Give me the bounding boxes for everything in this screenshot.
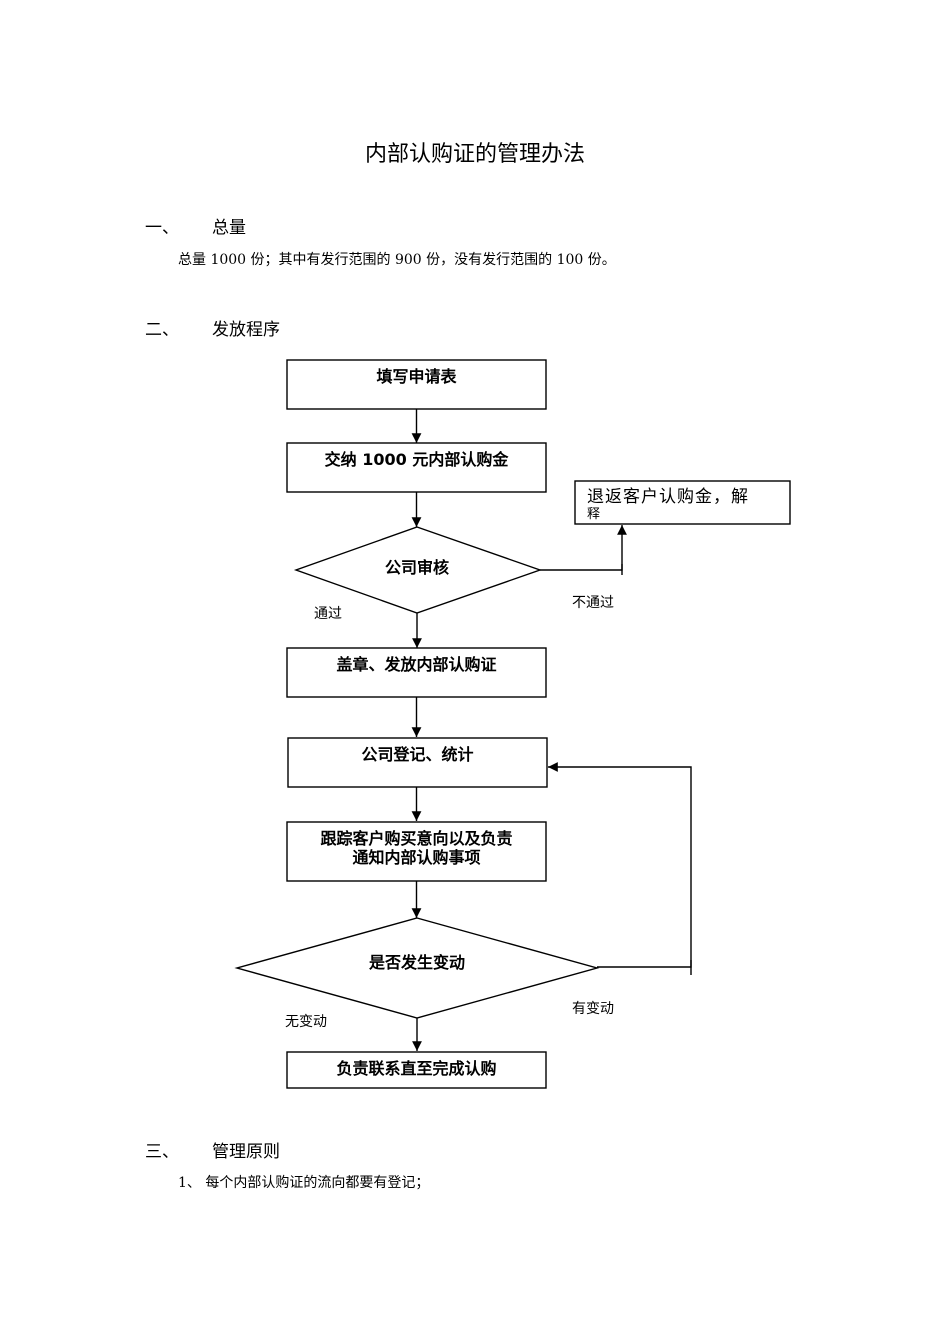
section-3-item-1: 1、 每个内部认购证的流向都要有登记；	[178, 1175, 430, 1191]
label-has-change: 有变动	[572, 1001, 614, 1017]
step-register-stats-box	[287, 737, 548, 788]
step-refund-box	[574, 480, 791, 525]
step-track-box	[286, 821, 547, 882]
arrow-review-fail	[540, 525, 627, 571]
step-refund-label-line1: 退返客户认购金，解	[587, 487, 749, 507]
section-1-number: 一、	[145, 218, 179, 238]
step-stamp-issue-box	[286, 647, 547, 698]
section-2-title: 发放程序	[212, 320, 280, 340]
step-fill-form-box	[286, 359, 547, 410]
step-fill-form-label: 填写申请表	[376, 367, 457, 386]
decision-change-check-label: 是否发生变动	[368, 953, 465, 972]
section-1-title: 总量	[212, 218, 246, 238]
section-3-title: 管理原则	[212, 1142, 280, 1162]
label-no-change: 无变动	[285, 1014, 327, 1030]
section-3-number: 三、	[145, 1142, 179, 1162]
document-title: 内部认购证的管理办法	[364, 142, 585, 167]
step-track-label-line1: 跟踪客户购买意向以及负责	[320, 829, 512, 848]
step-pay-deposit-label: 交纳 1000 元内部认购金	[325, 450, 510, 469]
label-pass: 通过	[314, 606, 342, 622]
step-stamp-issue-label: 盖章、发放内部认购证	[336, 655, 496, 674]
step-complete-box	[286, 1051, 547, 1089]
decision-company-review-label: 公司审核	[385, 558, 449, 577]
section-1-body: 总量 1000 份；其中有发行范围的 900 份，没有发行范围的 100 份。	[178, 252, 616, 268]
arrow-change-loop	[548, 762, 692, 968]
step-pay-deposit-box	[286, 442, 547, 493]
step-register-stats-label: 公司登记、统计	[361, 745, 473, 764]
section-2-number: 二、	[145, 320, 179, 340]
step-track-label-line2: 通知内部认购事项	[352, 848, 480, 867]
step-refund-label-line2: 释	[587, 507, 600, 522]
step-complete-label: 负责联系直至完成认购	[336, 1059, 496, 1078]
label-fail: 不通过	[572, 595, 614, 611]
